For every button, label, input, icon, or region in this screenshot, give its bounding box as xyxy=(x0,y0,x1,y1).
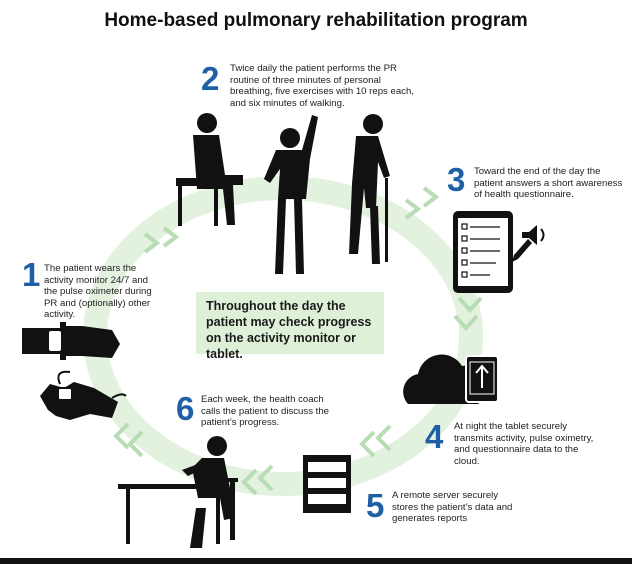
step-2-number: 2 xyxy=(201,60,220,97)
bottom-rule xyxy=(0,558,632,564)
cloud-upload-icon xyxy=(403,354,499,404)
cycle-arrows xyxy=(113,186,483,496)
chevron-arrow-10 xyxy=(241,468,258,496)
server-icon xyxy=(303,455,351,513)
step-4-number: 4 xyxy=(425,418,444,455)
step-3-number: 3 xyxy=(447,161,466,198)
chevron-arrow-5 xyxy=(453,314,479,331)
chevron-arrow-3 xyxy=(404,198,422,220)
step-5-number: 5 xyxy=(366,487,385,524)
step-1-text: The patient wears the activity monitor 2… xyxy=(44,263,152,320)
center-note-box: Throughout the day the patient may check… xyxy=(196,292,384,361)
step-6-number: 6 xyxy=(176,390,195,427)
chevron-arrow-9 xyxy=(257,464,274,492)
chevron-arrow-11 xyxy=(127,430,144,458)
step-1-number: 1 xyxy=(22,256,41,293)
speaker-icon xyxy=(522,225,537,245)
wearable-devices-icon xyxy=(22,322,127,420)
step-6-text: Each week, the health coach calls the pa… xyxy=(201,394,329,428)
step-3-text: Toward the end of the day the patient an… xyxy=(474,166,623,200)
step-4-text: At night the tablet securely transmits a… xyxy=(454,421,594,467)
chevron-arrow-4 xyxy=(422,186,440,208)
chevron-arrow-8 xyxy=(359,430,376,458)
health-coach-icon xyxy=(118,436,238,548)
chevron-arrow-7 xyxy=(375,424,392,452)
page-title: Home-based pulmonary rehabilitation prog… xyxy=(104,10,528,31)
step-5-text: A remote server securely stores the pati… xyxy=(392,490,513,524)
exercising-people-icon xyxy=(176,113,390,274)
chevron-arrow-2 xyxy=(162,226,180,248)
chevron-arrow-12 xyxy=(113,422,130,450)
tablet-questionnaire-icon xyxy=(453,211,545,293)
chevron-arrow-1 xyxy=(143,232,161,254)
step-2-text: Twice daily the patient performs the PR … xyxy=(230,63,414,109)
chevron-arrow-6 xyxy=(457,296,483,313)
